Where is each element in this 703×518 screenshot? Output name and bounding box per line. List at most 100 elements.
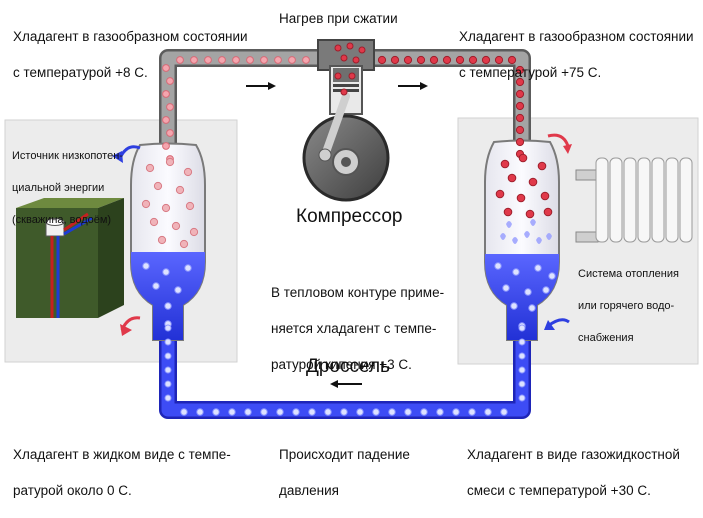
refrigerant-bubble	[162, 116, 170, 124]
label-heating-system: Система отопления или горячего водо- сна…	[578, 250, 679, 362]
heat-pump-diagram: Хладагент в газообразном состоянии с тем…	[4, 10, 699, 498]
refrigerant-bubble	[542, 286, 550, 294]
refrigerant-bubble	[502, 284, 510, 292]
refrigerant-bubble	[494, 55, 504, 65]
label-pressure-drop-line-1: Происходит падение	[279, 447, 410, 462]
refrigerant-bubble	[372, 408, 380, 416]
label-liquid-line-1: Хладагент в жидком виде с темпе-	[13, 447, 231, 462]
refrigerant-bubble	[157, 235, 167, 245]
refrigerant-bubble	[528, 177, 538, 187]
refrigerant-bubble	[260, 408, 268, 416]
label-energy-source: Источник низкопотен- циальной энергии (с…	[12, 132, 123, 244]
label-liquid-line-2: ратурой около 0 С.	[13, 483, 132, 498]
refrigerant-bubble	[174, 286, 182, 294]
refrigerant-bubble	[515, 137, 525, 147]
refrigerant-bubble	[507, 55, 517, 65]
refrigerant-bubble	[390, 55, 400, 65]
evaporator-flask-icon	[130, 142, 206, 341]
refrigerant-bubble	[164, 352, 172, 360]
refrigerant-bubble	[164, 338, 172, 346]
refrigerant-bubble	[166, 77, 174, 85]
refrigerant-bubble	[218, 56, 226, 64]
refrigerant-bubble	[152, 282, 160, 290]
refrigerant-bubble	[189, 227, 199, 237]
refrigerant-bubble	[416, 55, 426, 65]
radiator-fin	[623, 157, 637, 243]
refrigerant-bubble	[507, 173, 517, 183]
refrigerant-bubble	[164, 324, 172, 332]
refrigerant-bubble	[515, 65, 525, 75]
refrigerant-bubble	[524, 288, 532, 296]
label-pressure-drop: Происходит падение давления	[279, 428, 410, 518]
refrigerant-bubble	[165, 157, 175, 167]
label-circuit-note-line-2: няется хладагент с темпе-	[271, 321, 437, 336]
refrigerant-bubble	[246, 56, 254, 64]
label-energy-source-line-3: (скважина, водоём)	[12, 214, 112, 226]
refrigerant-bubble	[204, 56, 212, 64]
refrigerant-bubble	[543, 207, 553, 217]
refrigerant-bubble	[308, 408, 316, 416]
refrigerant-bubble	[141, 199, 151, 209]
curved-arrow-icon	[112, 133, 572, 336]
refrigerant-bubble	[302, 56, 310, 64]
refrigerant-bubble	[515, 89, 525, 99]
label-heating-system-line-3: снабжения	[578, 332, 634, 344]
refrigerant-bubble	[153, 181, 163, 191]
refrigerant-bubble	[515, 101, 525, 111]
refrigerant-bubble	[228, 408, 236, 416]
refrigerant-bubble	[468, 55, 478, 65]
refrigerant-bubble	[528, 304, 536, 312]
radiator-fin	[595, 157, 609, 243]
refrigerant-bubble	[388, 408, 396, 416]
label-gas-cold-line-2: с температурой +8 С.	[13, 65, 148, 80]
refrigerant-bubble	[420, 408, 428, 416]
label-gas-hot-line-1: Хладагент в газообразном состоянии	[459, 29, 694, 44]
refrigerant-bubble	[164, 380, 172, 388]
refrigerant-bubbles	[141, 42, 556, 416]
refrigerant-bubble	[288, 56, 296, 64]
radiator-fin	[637, 157, 651, 243]
refrigerant-bubble	[346, 42, 354, 50]
radiator-fin	[665, 157, 679, 243]
refrigerant-bubble	[404, 408, 412, 416]
refrigerant-bubble	[340, 54, 348, 62]
refrigerant-bubble	[162, 142, 170, 150]
refrigerant-bubble	[512, 268, 520, 276]
refrigerant-bubble	[455, 55, 465, 65]
radiator-fin	[609, 157, 623, 243]
refrigerant-bubble	[436, 408, 444, 416]
label-gas-hot: Хладагент в газообразном состоянии с тем…	[459, 10, 694, 100]
refrigerant-bubble	[534, 264, 542, 272]
refrigerant-bubble	[515, 113, 525, 123]
label-energy-source-line-1: Источник низкопотен-	[12, 150, 123, 162]
refrigerant-bubble	[429, 55, 439, 65]
refrigerant-bubble	[164, 302, 172, 310]
refrigerant-bubble	[179, 239, 189, 249]
refrigerant-bubble	[403, 55, 413, 65]
label-compression-heating: Нагрев при сжатии	[279, 11, 398, 26]
refrigerant-bubble	[212, 408, 220, 416]
refrigerant-bubble	[340, 408, 348, 416]
label-pressure-drop-line-2: давления	[279, 483, 339, 498]
refrigerant-bubble	[142, 262, 150, 270]
refrigerant-bubble	[518, 338, 526, 346]
refrigerant-bubble	[171, 221, 181, 231]
refrigerant-bubble	[540, 191, 550, 201]
refrigerant-bubble	[180, 408, 188, 416]
refrigerant-bubble	[292, 408, 300, 416]
refrigerant-bubble	[452, 408, 460, 416]
refrigerant-bubble	[468, 408, 476, 416]
label-energy-source-line-2: циальной энергии	[12, 182, 105, 194]
refrigerant-bubble	[500, 408, 508, 416]
refrigerant-bubble	[260, 56, 268, 64]
refrigerant-bubble	[334, 44, 342, 52]
refrigerant-bubble	[548, 272, 556, 280]
refrigerant-bubble	[162, 64, 170, 72]
refrigerant-bubble	[161, 203, 171, 213]
refrigerant-bubble	[377, 55, 387, 65]
refrigerant-bubble	[484, 408, 492, 416]
radiator-fin	[679, 157, 693, 243]
refrigerant-bubble	[494, 262, 502, 270]
label-gas-cold-line-1: Хладагент в газообразном состоянии	[13, 29, 248, 44]
refrigerant-bubble	[348, 72, 356, 80]
